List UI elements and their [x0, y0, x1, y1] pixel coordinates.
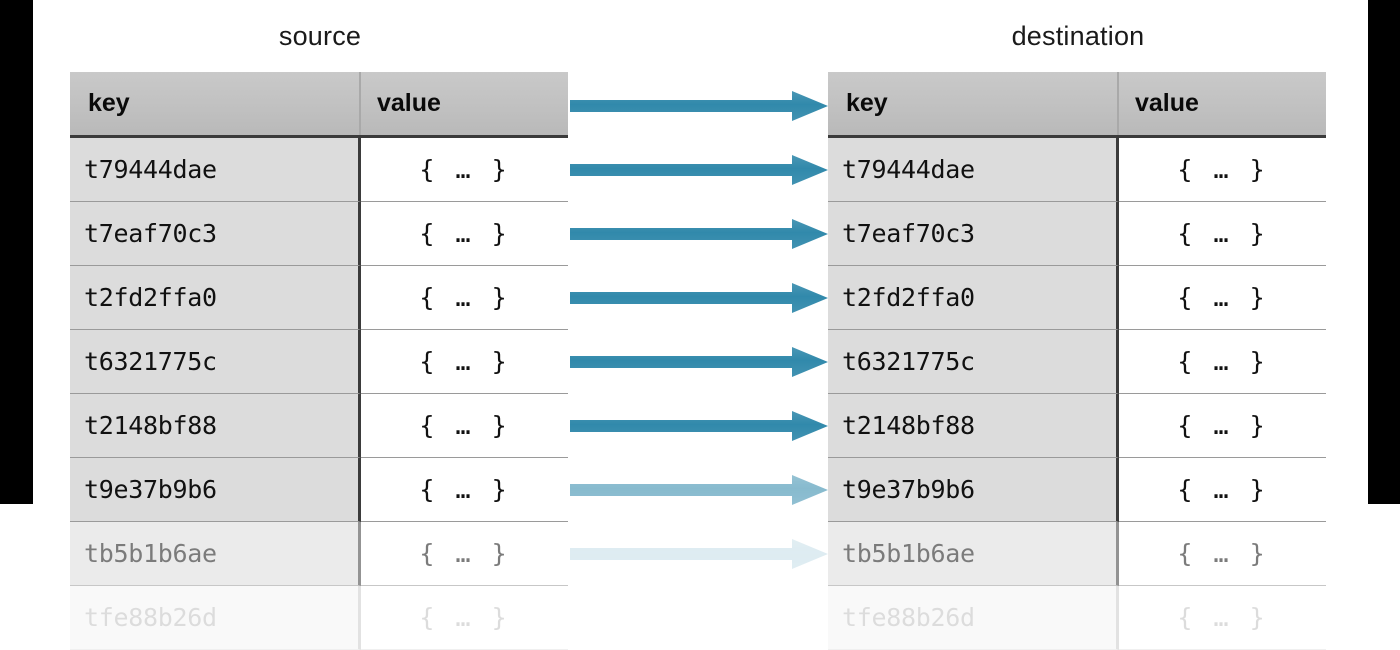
table-row[interactable]: tb5b1b6ae{ … } [70, 522, 568, 586]
destination-key-cell: t2148bf88 [828, 394, 1119, 458]
destination-value-cell: { … } [1119, 522, 1326, 586]
replication-arrow-icon [570, 475, 828, 505]
source-caption: source [278, 21, 362, 51]
table-row[interactable]: t9e37b9b6{ … } [828, 458, 1326, 522]
destination-key-cell: t2fd2ffa0 [828, 266, 1119, 330]
table-row[interactable]: t2148bf88{ … } [70, 394, 568, 458]
destination-value-cell: { … } [1119, 266, 1326, 330]
destination-value-cell: { … } [1119, 138, 1326, 202]
destination-key-cell: t9e37b9b6 [828, 458, 1119, 522]
replication-arrow-icon [570, 411, 828, 441]
source-table-header-row: key value [70, 72, 568, 138]
destination-key-cell: tfe88b26d [828, 586, 1119, 650]
destination-value-cell: { … } [1119, 330, 1326, 394]
source-key-cell: t2fd2ffa0 [70, 266, 361, 330]
destination-key-cell: t79444dae [828, 138, 1119, 202]
source-key-cell: t7eaf70c3 [70, 202, 361, 266]
destination-value-cell: { … } [1119, 394, 1326, 458]
destination-key-cell: tb5b1b6ae [828, 522, 1119, 586]
table-row[interactable]: tfe88b26d{ … } [70, 586, 568, 650]
destination-column-header-key: key [828, 72, 1119, 135]
replication-arrow-icon [570, 219, 828, 249]
source-key-cell: t6321775c [70, 330, 361, 394]
table-row[interactable]: t79444dae{ … } [70, 138, 568, 202]
source-value-cell: { … } [361, 202, 568, 266]
table-row[interactable]: t6321775c{ … } [828, 330, 1326, 394]
table-row[interactable]: t7eaf70c3{ … } [70, 202, 568, 266]
replication-arrow-icon [570, 539, 828, 569]
table-row[interactable]: t2fd2ffa0{ … } [828, 266, 1326, 330]
table-row[interactable]: t2148bf88{ … } [828, 394, 1326, 458]
destination-key-cell: t6321775c [828, 330, 1119, 394]
source-key-cell: t2148bf88 [70, 394, 361, 458]
source-table: key value t79444dae{ … }t7eaf70c3{ … }t2… [70, 72, 568, 650]
replication-arrow-icon [570, 155, 828, 185]
table-row[interactable]: t79444dae{ … } [828, 138, 1326, 202]
source-column-header-key: key [70, 72, 361, 135]
source-value-cell: { … } [361, 330, 568, 394]
source-table-body: t79444dae{ … }t7eaf70c3{ … }t2fd2ffa0{ …… [70, 138, 568, 650]
destination-table: key value t79444dae{ … }t7eaf70c3{ … }t2… [828, 72, 1326, 650]
source-value-cell: { … } [361, 138, 568, 202]
destination-table-body: t79444dae{ … }t7eaf70c3{ … }t2fd2ffa0{ …… [828, 138, 1326, 650]
table-row[interactable]: tb5b1b6ae{ … } [828, 522, 1326, 586]
destination-key-cell: t7eaf70c3 [828, 202, 1119, 266]
destination-column-header-value: value [1135, 89, 1199, 117]
table-row[interactable]: t9e37b9b6{ … } [70, 458, 568, 522]
source-key-cell: t79444dae [70, 138, 361, 202]
left-letterbox-bar [0, 0, 33, 504]
source-value-cell: { … } [361, 586, 568, 650]
source-key-cell: tfe88b26d [70, 586, 361, 650]
destination-value-cell: { … } [1119, 586, 1326, 650]
source-value-cell: { … } [361, 266, 568, 330]
replication-arrow-icon [570, 91, 828, 121]
source-column-header-value: value [377, 89, 441, 117]
destination-caption: destination [1011, 21, 1145, 51]
replication-arrow-icon [570, 347, 828, 377]
replication-arrow-layer [568, 72, 830, 650]
source-key-cell: tb5b1b6ae [70, 522, 361, 586]
destination-table-header-row: key value [828, 72, 1326, 138]
destination-value-cell: { … } [1119, 458, 1326, 522]
right-letterbox-bar [1368, 0, 1400, 504]
source-value-cell: { … } [361, 522, 568, 586]
replication-arrow-icon [570, 283, 828, 313]
source-value-cell: { … } [361, 458, 568, 522]
table-row[interactable]: t6321775c{ … } [70, 330, 568, 394]
destination-value-cell: { … } [1119, 202, 1326, 266]
table-row[interactable]: tfe88b26d{ … } [828, 586, 1326, 650]
table-row[interactable]: t7eaf70c3{ … } [828, 202, 1326, 266]
source-key-cell: t9e37b9b6 [70, 458, 361, 522]
table-row[interactable]: t2fd2ffa0{ … } [70, 266, 568, 330]
source-value-cell: { … } [361, 394, 568, 458]
